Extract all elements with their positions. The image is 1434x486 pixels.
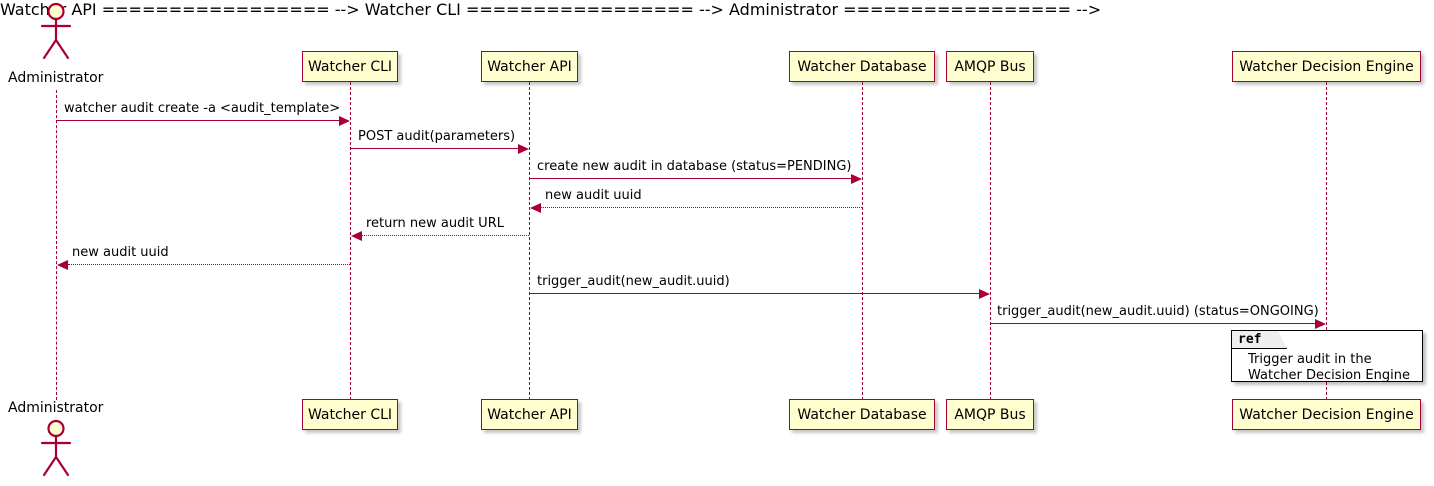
participant-label: Watcher CLI xyxy=(307,406,393,423)
message-label-4: new audit uuid xyxy=(545,188,642,203)
message-label-5: return new audit URL xyxy=(366,216,504,231)
participant-watcher-database-bottom[interactable]: Watcher Database xyxy=(789,399,935,430)
lifeline-administrator xyxy=(56,90,57,400)
participant-label: AMQP Bus xyxy=(954,406,1026,423)
participant-watcher-database-top[interactable]: Watcher Database xyxy=(789,51,935,82)
message-label-1: watcher audit create -a <audit_template> xyxy=(64,101,341,116)
lifeline-watcher-cli xyxy=(350,82,351,400)
participant-amqp-bus-top[interactable]: AMQP Bus xyxy=(946,51,1034,82)
message-line-8 xyxy=(990,323,1315,324)
message-line-5 xyxy=(362,235,529,236)
lifeline-watcher-decision-engine xyxy=(1326,82,1327,400)
ref-fragment-line-1: Trigger audit in the xyxy=(1248,352,1372,367)
ref-fragment: ref Trigger audit in the Watcher Decisio… xyxy=(1231,330,1423,383)
message-label-6: new audit uuid xyxy=(72,245,169,260)
actor-administrator-top xyxy=(34,2,80,68)
message-line-3 xyxy=(529,178,851,179)
ref-fragment-line-2: Watcher Decision Engine xyxy=(1248,368,1410,383)
message-label-3: create new audit in database (status=PEN… xyxy=(537,159,852,174)
message-label-7: trigger_audit(new_audit.uuid) xyxy=(537,274,730,289)
participant-watcher-cli-top[interactable]: Watcher CLI xyxy=(302,51,398,82)
participant-watcher-decision-engine-top[interactable]: Watcher Decision Engine xyxy=(1232,51,1421,82)
actor-label-administrator-bottom: Administrator xyxy=(8,400,104,416)
participant-label: Watcher Database xyxy=(797,406,927,423)
participant-label: AMQP Bus xyxy=(954,58,1026,75)
actor-administrator-bottom xyxy=(34,419,80,485)
message-arrowhead-1 xyxy=(339,115,350,126)
participant-label: Watcher Database xyxy=(797,58,927,75)
message-line-2 xyxy=(350,148,518,149)
participant-label: Watcher API xyxy=(487,58,572,75)
participant-amqp-bus-bottom[interactable]: AMQP Bus xyxy=(946,399,1034,430)
participant-label: Watcher Decision Engine xyxy=(1239,58,1414,75)
message-label-2: POST audit(parameters) xyxy=(358,129,516,144)
lifeline-watcher-api xyxy=(529,82,530,400)
message-line-1 xyxy=(56,120,339,121)
participant-label: Watcher CLI xyxy=(307,58,393,75)
message-arrowhead-2 xyxy=(518,143,529,154)
message-arrowhead-3 xyxy=(851,173,862,184)
message-arrowhead-7 xyxy=(979,288,990,299)
message-arrowhead-8 xyxy=(1315,318,1326,329)
actor-stick-figure-icon xyxy=(40,2,72,60)
message-arrowhead-6 xyxy=(57,259,68,270)
ref-fragment-tab: ref xyxy=(1232,331,1287,349)
actor-label-administrator-top: Administrator xyxy=(8,70,104,86)
message-line-6 xyxy=(68,264,350,265)
participant-watcher-api-bottom[interactable]: Watcher API xyxy=(481,399,578,430)
message-line-4 xyxy=(541,207,862,208)
message-arrowhead-4 xyxy=(530,202,541,213)
message-arrowhead-5 xyxy=(351,230,362,241)
message-label-8: trigger_audit(new_audit.uuid) (status=ON… xyxy=(997,304,1319,319)
participant-watcher-api-top[interactable]: Watcher API xyxy=(481,51,578,82)
lifeline-amqp-bus xyxy=(990,82,991,400)
participant-label: Watcher API xyxy=(487,406,572,423)
actor-stick-figure-icon xyxy=(40,419,72,477)
participant-watcher-decision-engine-bottom[interactable]: Watcher Decision Engine xyxy=(1232,399,1421,430)
participant-label: Watcher Decision Engine xyxy=(1239,406,1414,423)
message-line-7 xyxy=(529,293,979,294)
participant-watcher-cli-bottom[interactable]: Watcher CLI xyxy=(302,399,398,430)
lifeline-watcher-database xyxy=(862,82,863,400)
